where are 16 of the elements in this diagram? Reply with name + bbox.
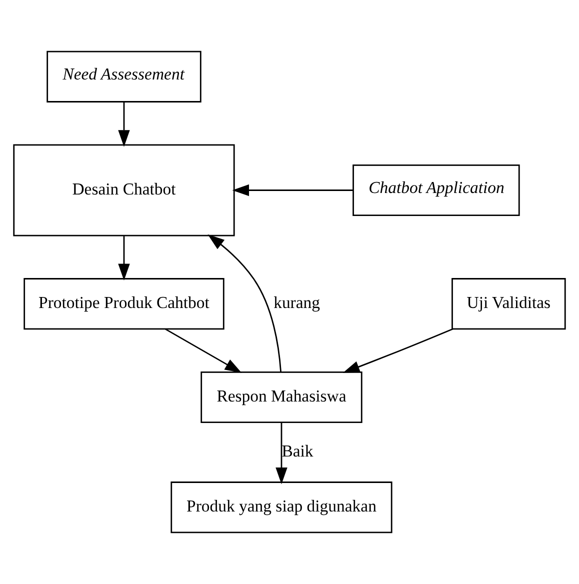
arrow bbox=[232, 184, 354, 196]
arrow bbox=[208, 234, 282, 372]
node-box: Chatbot Application bbox=[352, 164, 520, 216]
edge-label: kurang bbox=[274, 293, 320, 312]
node-box: Respon Mahasiswa bbox=[200, 371, 362, 424]
node-box: Produk yang siap digunakan bbox=[170, 482, 392, 534]
node-box: Need Assessement bbox=[46, 50, 202, 102]
node-box: Uji Validitas bbox=[452, 278, 566, 330]
node-box: Desain Chatbot bbox=[13, 144, 235, 236]
arrow bbox=[165, 328, 242, 373]
edge-label: Baik bbox=[282, 442, 314, 461]
node-box: Prototipe Produk Cahtbot bbox=[24, 278, 224, 330]
arrow bbox=[118, 102, 130, 147]
arrow bbox=[118, 236, 130, 280]
arrow bbox=[276, 422, 288, 484]
arrow bbox=[342, 328, 454, 373]
